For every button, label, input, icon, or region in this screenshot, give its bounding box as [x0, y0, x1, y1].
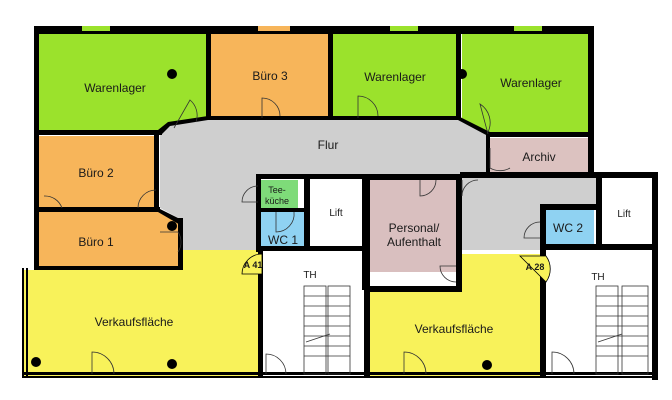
label-flur: Flur: [318, 138, 339, 152]
label-personal-2: Aufenthalt: [387, 235, 442, 249]
room-wc-1[interactable]: [260, 212, 306, 248]
label-exit-a28: A 28: [526, 262, 545, 272]
room-buero-1[interactable]: [38, 212, 180, 268]
stairs-1: [303, 285, 351, 375]
room-verkauf-1[interactable]: [24, 250, 260, 376]
room-warenlager-3[interactable]: [462, 34, 588, 134]
label-exit-a41: A 41: [244, 260, 263, 270]
room-th-2[interactable]: [550, 252, 656, 376]
room-labels: Warenlager Büro 3 Warenlager Warenlager …: [78, 69, 631, 336]
doors: [43, 95, 575, 375]
label-archiv: Archiv: [522, 150, 555, 164]
room-teekueche[interactable]: [260, 180, 298, 210]
label-buero-1: Büro 1: [78, 235, 114, 249]
stairs-2: [595, 285, 649, 375]
label-lift-2: Lift: [617, 209, 631, 220]
label-warenlager-1: Warenlager: [84, 81, 146, 95]
room-personal[interactable]: [370, 180, 458, 272]
label-teekueche-2: küche: [265, 196, 289, 206]
room-lift-1[interactable]: [310, 180, 362, 246]
room-verkauf-2[interactable]: [370, 254, 546, 376]
exit-a28-marker: [519, 255, 551, 283]
room-warenlager-1[interactable]: [38, 34, 208, 132]
label-th-1: TH: [303, 270, 316, 281]
label-wc-2: WC 2: [553, 221, 583, 235]
label-warenlager-3: Warenlager: [500, 76, 562, 90]
columns: [31, 69, 492, 370]
room-lift-2[interactable]: [600, 180, 656, 246]
label-buero-3: Büro 3: [252, 69, 288, 83]
label-wc-1: WC 1: [268, 233, 298, 247]
label-warenlager-2: Warenlager: [364, 70, 426, 84]
room-wc-2[interactable]: [546, 210, 594, 246]
room-buero-2[interactable]: [38, 136, 156, 208]
label-th-2: TH: [591, 272, 604, 283]
room-archiv[interactable]: [490, 138, 588, 172]
label-teekueche-1: Tee-: [268, 185, 286, 195]
room-fills: [24, 34, 656, 376]
exit-markers: [241, 253, 551, 283]
room-warenlager-2[interactable]: [332, 34, 458, 118]
room-th-1[interactable]: [264, 252, 364, 376]
label-verkauf-1: Verkaufsfläche: [95, 315, 174, 329]
room-buero-3[interactable]: [210, 34, 328, 118]
label-personal-1: Personal/: [389, 221, 440, 235]
exit-a41-marker: [241, 253, 263, 275]
label-lift-1: Lift: [329, 208, 343, 219]
label-verkauf-2: Verkaufsfläche: [415, 322, 494, 336]
label-buero-2: Büro 2: [78, 166, 114, 180]
